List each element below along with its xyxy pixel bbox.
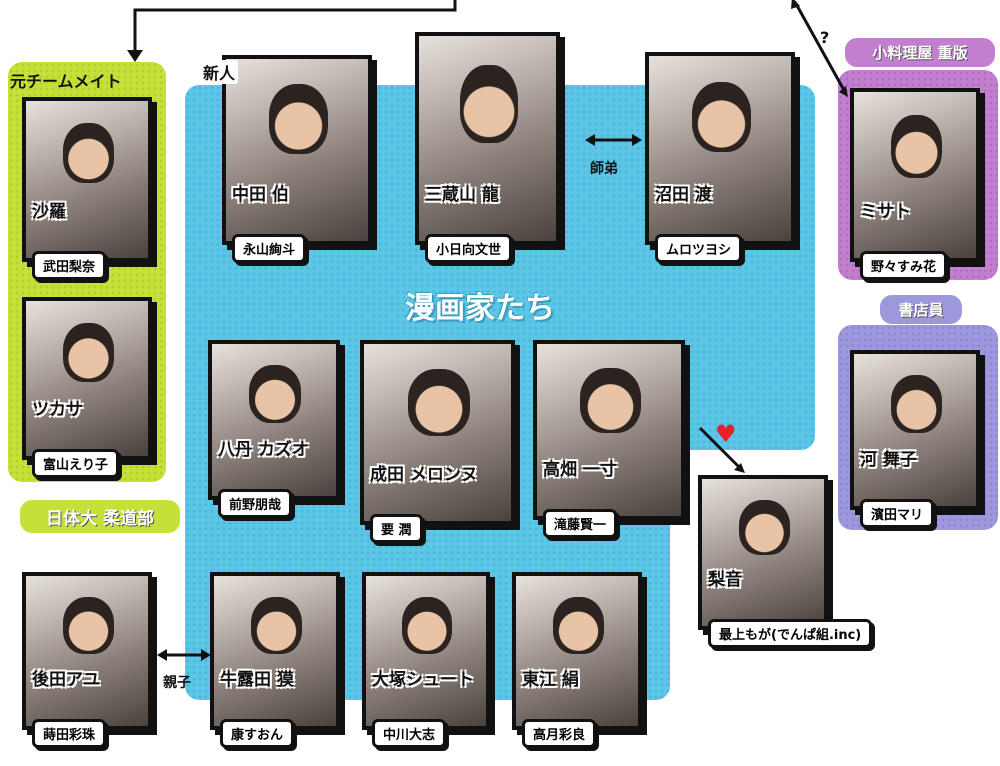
character-photo — [890, 115, 942, 179]
character-name: 梨音 — [708, 570, 742, 590]
character-photo — [62, 122, 114, 183]
character-name: 後田アユ — [32, 670, 100, 690]
actor-name: 中川大志 — [372, 719, 447, 748]
character-card: 牛露田 獏康すおん — [210, 572, 340, 748]
character-card: 後田アユ蒔田彩珠 — [22, 572, 152, 748]
character-card: 梨音最上もが(でんぱ組.inc) — [698, 475, 873, 648]
character-name: 成田 メロンヌ — [370, 465, 478, 485]
character-name: 東江 絹 — [522, 670, 579, 690]
judo-club-label: 日体大 柔道部 — [20, 500, 180, 533]
question-arrow — [793, 1, 847, 93]
character-name: 大塚シュート — [372, 670, 474, 690]
character-name: ツカサ — [32, 400, 83, 420]
question-mark: ? — [820, 28, 830, 47]
actor-name: 要 潤 — [370, 514, 423, 543]
character-name: 河 舞子 — [860, 450, 917, 470]
actor-name: 小日向文世 — [425, 234, 513, 263]
actor-name: 高月彩良 — [522, 719, 597, 748]
actor-name: 武田梨奈 — [32, 251, 107, 280]
character-photo — [552, 597, 604, 654]
actor-name: 野々すみ花 — [860, 251, 948, 280]
character-card: 成田 メロンヌ要 潤 — [360, 340, 515, 543]
character-photo — [691, 81, 752, 153]
character-name: 沙羅 — [32, 202, 66, 222]
heart-icon: ♥ — [715, 420, 737, 448]
connector-top — [133, 0, 457, 55]
character-card: 沙羅武田梨奈 — [22, 97, 152, 280]
character-photo — [460, 64, 518, 143]
character-photo — [249, 365, 302, 424]
character-name: 八丹 カズオ — [218, 440, 309, 460]
actor-name: 永山絢斗 — [232, 234, 307, 263]
character-photo — [268, 84, 329, 154]
character-photo — [62, 322, 114, 382]
character-card: 大塚シュート中川大志 — [362, 572, 490, 748]
newcomer-label: 新人 — [200, 60, 239, 84]
manga-artists-title: 漫画家たち — [405, 291, 555, 326]
character-name: 中田 伯 — [232, 185, 289, 205]
character-name: 高畑 一寸 — [543, 460, 617, 480]
actor-name: 康すおん — [220, 719, 295, 748]
parent-child-label: 親子 — [163, 675, 191, 691]
character-photo — [250, 597, 302, 654]
actor-name: 最上もが(でんぱ組.inc) — [708, 619, 873, 648]
character-card: ツカサ富山えり子 — [22, 297, 152, 478]
mentor-label: 師弟 — [590, 161, 618, 177]
character-card: 三蔵山 龍小日向文世 — [415, 32, 560, 263]
character-photo — [738, 499, 790, 556]
love-arrow — [698, 426, 744, 472]
character-card: 河 舞子濱田マリ — [850, 350, 980, 528]
actor-name: 前野朋哉 — [218, 489, 293, 518]
character-card: 高畑 一寸滝藤賢一 — [533, 340, 685, 538]
character-card: 八丹 カズオ前野朋哉 — [208, 340, 340, 518]
character-card: 東江 絹高月彩良 — [512, 572, 642, 748]
character-name: 牛露田 獏 — [220, 670, 294, 690]
character-name: 三蔵山 龍 — [425, 185, 499, 205]
character-name: 沼田 渡 — [655, 185, 712, 205]
character-photo — [402, 597, 453, 654]
actor-name: ムロツヨシ — [655, 234, 743, 263]
character-photo — [580, 368, 641, 434]
character-card: ミサト野々すみ花 — [850, 88, 980, 280]
character-name: ミサト — [860, 202, 911, 222]
character-photo — [890, 375, 942, 434]
character-card: 中田 伯永山絢斗 — [222, 55, 372, 263]
actor-name: 蒔田彩珠 — [32, 719, 107, 748]
former-teammates-label: 元チームメイト — [10, 72, 122, 91]
restaurant-label: 小料理屋 重版 — [845, 38, 995, 67]
character-photo — [408, 368, 470, 437]
character-card: 沼田 渡ムロツヨシ — [645, 52, 795, 263]
actor-name: 濱田マリ — [860, 499, 935, 528]
actor-name: 富山えり子 — [32, 449, 120, 478]
character-photo — [62, 597, 114, 654]
actor-name: 滝藤賢一 — [543, 509, 618, 538]
bookstore-label: 書店員 — [880, 295, 962, 324]
